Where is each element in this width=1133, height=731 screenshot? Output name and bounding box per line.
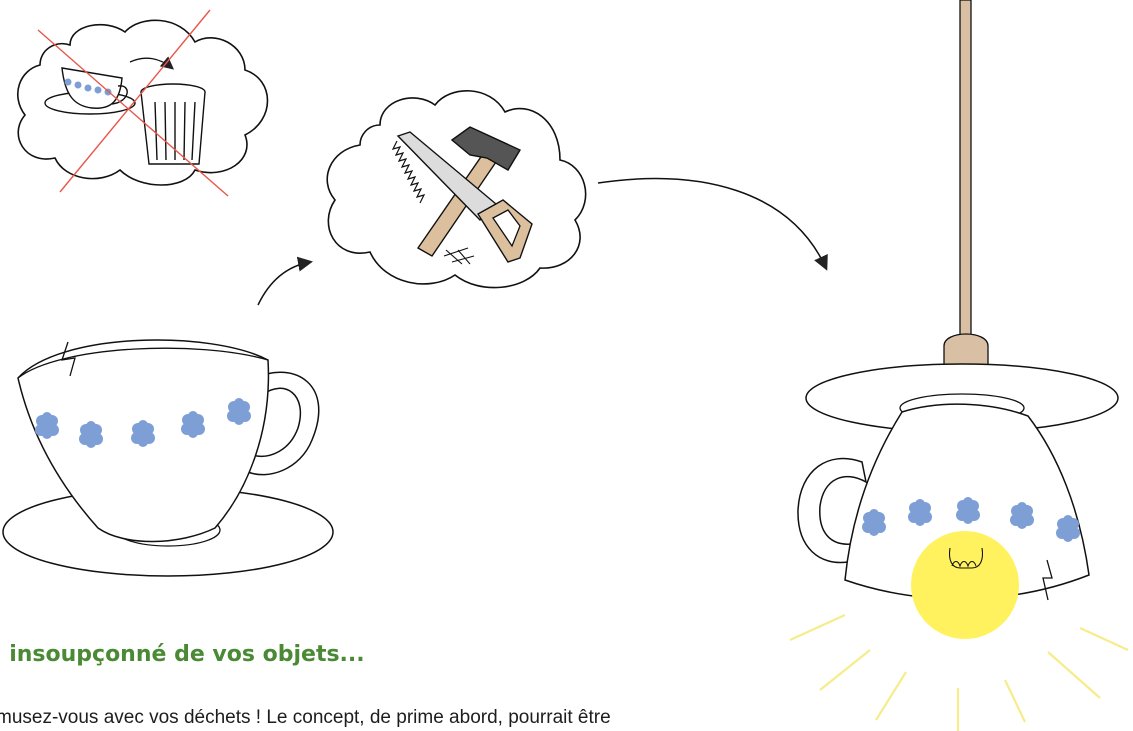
intro-paragraph: musez-vous avec vos déchets ! Le concept… xyxy=(0,707,611,729)
thought-bubble-tools xyxy=(327,91,585,288)
arrow-to-lamp xyxy=(598,179,826,268)
broken-teacup-illustration xyxy=(3,340,333,576)
arrow-to-tools xyxy=(258,262,310,305)
thought-bubble-discard xyxy=(18,10,268,196)
trash-can-icon xyxy=(141,84,205,164)
lamp-cord xyxy=(960,0,971,338)
section-heading: l insoupçonné de vos objets... xyxy=(0,642,365,667)
lamp-icon xyxy=(790,0,1128,731)
light-bulb-icon xyxy=(911,531,1019,639)
